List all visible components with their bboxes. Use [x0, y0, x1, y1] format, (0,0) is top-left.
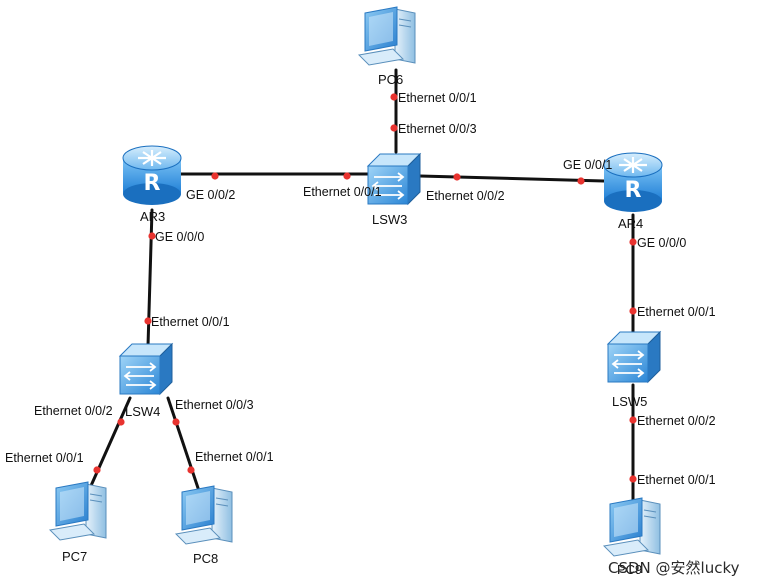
- switch-icon: [607, 331, 661, 383]
- device-label-lsw4: LSW4: [125, 404, 160, 419]
- port-label-lsw3-e003: Ethernet 0/0/3: [398, 122, 477, 136]
- device-pc7[interactable]: [49, 481, 107, 541]
- device-pc9[interactable]: [603, 497, 661, 557]
- device-label-pc9: PC9: [617, 562, 642, 577]
- pc-icon: [49, 481, 107, 541]
- port-label-lsw4-e002: Ethernet 0/0/2: [34, 404, 113, 418]
- device-label-ar4: AR4: [618, 216, 643, 231]
- port-label-lsw5-e002: Ethernet 0/0/2: [637, 414, 716, 428]
- device-lsw5[interactable]: [607, 331, 661, 383]
- device-pc6[interactable]: [358, 6, 416, 66]
- port-label-pc7-e001: Ethernet 0/0/1: [5, 451, 84, 465]
- port-label-ar3-ge000: GE 0/0/0: [155, 230, 204, 244]
- port-dot: [390, 124, 398, 132]
- port-dot: [148, 232, 156, 240]
- port-dots: [93, 93, 637, 483]
- port-label-pc6-e001: Ethernet 0/0/1: [398, 91, 477, 105]
- device-pc8[interactable]: [175, 485, 233, 545]
- device-label-lsw5: LSW5: [612, 394, 647, 409]
- switch-icon: [119, 343, 173, 395]
- port-label-lsw3-e001: Ethernet 0/0/1: [303, 185, 382, 199]
- port-dot: [211, 172, 219, 180]
- port-dot: [93, 466, 101, 474]
- port-dot: [390, 93, 398, 101]
- port-labels: Ethernet 0/0/1 Ethernet 0/0/3 GE 0/0/2 E…: [5, 91, 716, 487]
- port-label-ar4-ge001: GE 0/0/1: [563, 158, 612, 172]
- port-dot: [629, 475, 637, 483]
- port-label-lsw5-e001: Ethernet 0/0/1: [637, 305, 716, 319]
- port-dot: [172, 418, 180, 426]
- links: [88, 68, 635, 502]
- device-lsw4[interactable]: [119, 343, 173, 395]
- port-dot: [117, 418, 125, 426]
- pc-icon: [175, 485, 233, 545]
- port-label-lsw4-e001: Ethernet 0/0/1: [151, 315, 230, 329]
- device-label-pc8: PC8: [193, 551, 218, 566]
- device-ar4[interactable]: [602, 151, 664, 214]
- port-label-lsw4-e003: Ethernet 0/0/3: [175, 398, 254, 412]
- port-dot: [187, 466, 195, 474]
- device-labels: PC6 AR3 LSW3 AR4 LSW4 LSW5 PC7 PC8 PC9: [62, 72, 647, 577]
- port-dot: [629, 416, 637, 424]
- device-label-pc7: PC7: [62, 549, 87, 564]
- device-label-ar3: AR3: [140, 209, 165, 224]
- link-lsw4-pc8: [166, 396, 200, 490]
- device-ar3[interactable]: [121, 144, 183, 207]
- device-label-pc6: PC6: [378, 72, 403, 87]
- port-label-pc8-e001: Ethernet 0/0/1: [195, 450, 274, 464]
- port-label-lsw3-e002: Ethernet 0/0/2: [426, 189, 505, 203]
- pc-icon: [358, 6, 416, 66]
- pc-icon: [603, 497, 661, 557]
- port-label-ar3-ge002: GE 0/0/2: [186, 188, 235, 202]
- port-dot: [453, 173, 461, 181]
- port-dot: [577, 177, 585, 185]
- port-dot: [629, 238, 637, 246]
- port-dot: [144, 317, 152, 325]
- port-label-pc9-e001: Ethernet 0/0/1: [637, 473, 716, 487]
- router-icon: [121, 144, 183, 207]
- router-icon: [602, 151, 664, 214]
- device-label-lsw3: LSW3: [372, 212, 407, 227]
- link-lsw3-ar4: [418, 174, 606, 183]
- port-label-ar4-ge000: GE 0/0/0: [637, 236, 686, 250]
- watermark: CSDN @安然lucky: [608, 559, 740, 577]
- port-dot: [343, 172, 351, 180]
- port-dot: [629, 307, 637, 315]
